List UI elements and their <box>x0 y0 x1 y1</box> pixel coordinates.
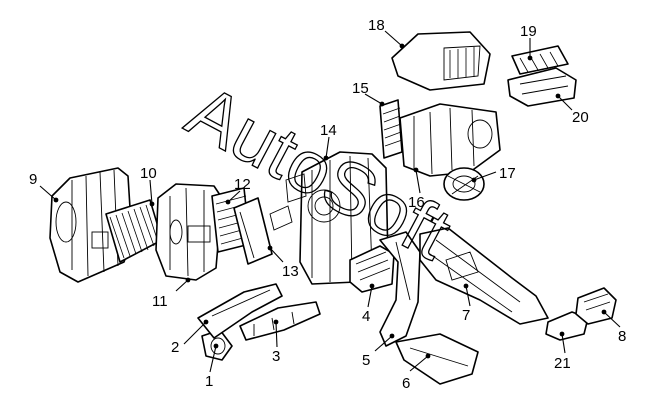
callout-5: 5 <box>362 352 370 369</box>
part-8-vent-outlet <box>575 287 617 325</box>
callout-2: 2 <box>171 339 179 356</box>
callout-14: 14 <box>320 122 337 139</box>
callout-9: 9 <box>29 171 37 188</box>
callout-12: 12 <box>234 176 251 193</box>
part-4-module <box>349 245 395 293</box>
callout-labels: 1 2 3 4 5 6 7 8 9 10 11 12 13 14 15 16 1… <box>29 17 626 392</box>
part-19-top-filter <box>511 45 569 75</box>
callout-4: 4 <box>362 308 370 325</box>
callout-11: 11 <box>152 293 168 310</box>
callout-17: 17 <box>499 165 516 182</box>
part-21-bracket <box>545 311 589 341</box>
callout-21: 21 <box>554 355 571 372</box>
part-18-top-cover <box>391 31 491 91</box>
part-6-floor-duct <box>395 333 479 385</box>
part-2-air-duct <box>197 283 283 339</box>
callout-20: 20 <box>572 109 589 126</box>
part-16-upper-module <box>399 103 501 177</box>
callout-13: 13 <box>282 263 299 280</box>
part-11-heater-case <box>155 183 223 281</box>
part-5-vertical-duct <box>379 231 421 347</box>
part-3-lower-duct <box>239 301 321 341</box>
callout-6: 6 <box>402 375 410 392</box>
callout-1: 1 <box>205 373 213 390</box>
callout-15: 15 <box>352 80 369 97</box>
leader-dots <box>53 43 607 359</box>
callout-19: 19 <box>520 23 537 40</box>
callout-18: 18 <box>368 17 385 34</box>
callout-10: 10 <box>140 165 157 182</box>
callout-3: 3 <box>272 348 280 365</box>
callout-7: 7 <box>462 307 470 324</box>
part-7-long-duct <box>419 227 549 325</box>
part-15-small-filter <box>379 99 403 159</box>
leader-lines <box>39 30 621 373</box>
part-20-inlet-duct <box>507 67 577 107</box>
callout-16: 16 <box>408 194 425 211</box>
part-13-panel-filter <box>233 197 273 265</box>
callout-8: 8 <box>618 328 626 345</box>
